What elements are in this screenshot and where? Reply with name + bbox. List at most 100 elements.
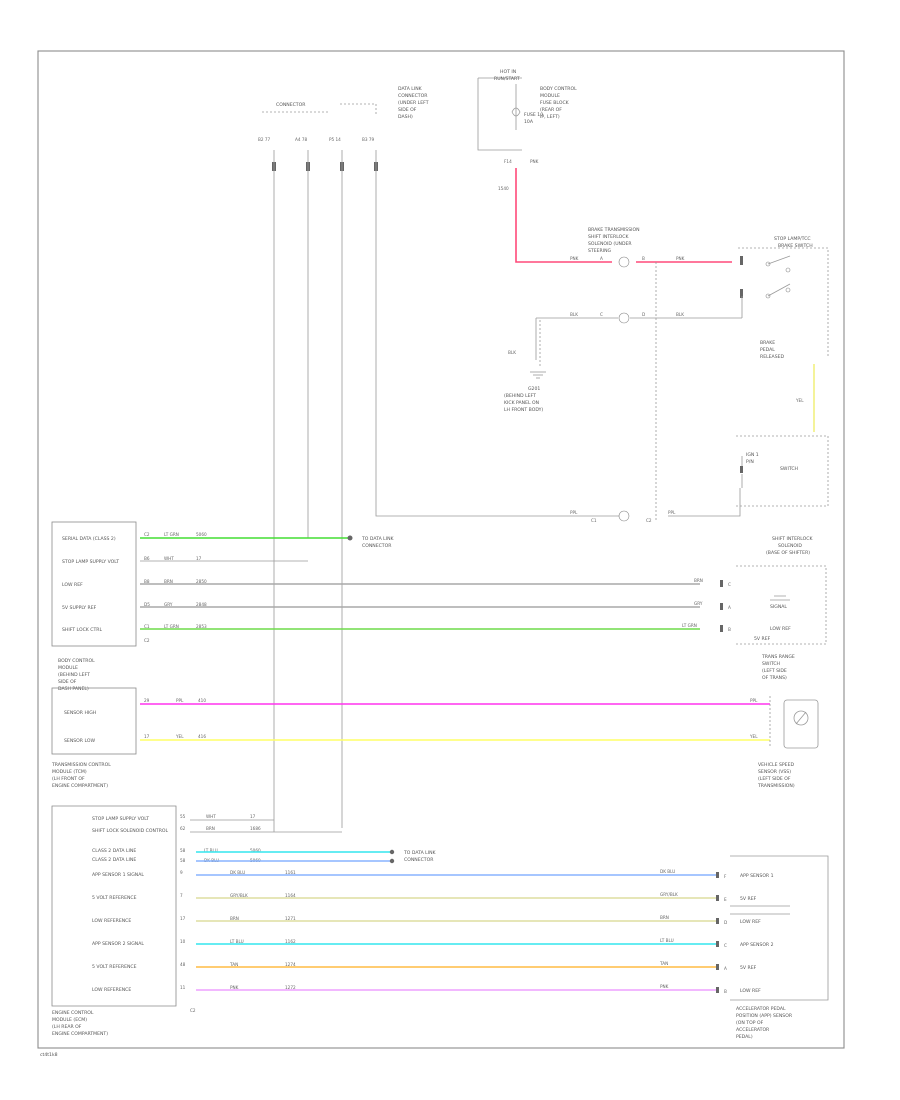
top-pin-4: B3 79 [362, 137, 375, 142]
svg-text:PEDAL): PEDAL) [736, 1034, 753, 1040]
svg-text:ACCELERATOR: ACCELERATOR [736, 1027, 770, 1033]
svg-text:29: 29 [144, 698, 150, 703]
svg-text:PPL: PPL [570, 510, 578, 515]
svg-text:7: 7 [180, 893, 183, 898]
svg-text:PPL: PPL [176, 698, 184, 703]
shift-lock-solenoid: IGN 1 P/N SWITCH SHIFT INTERLOCK SOLENOI… [668, 435, 829, 556]
svg-text:SHIFT INTERLOCK: SHIFT INTERLOCK [588, 234, 629, 240]
svg-text:SIDE OF: SIDE OF [398, 107, 417, 113]
svg-text:VEHICLE SPEED: VEHICLE SPEED [758, 762, 794, 768]
svg-text:LT BLU: LT BLU [204, 848, 218, 853]
svg-text:17: 17 [180, 916, 186, 921]
svg-text:PNK: PNK [570, 256, 579, 261]
bcm-row-1: SERIAL DATA (CLASS 2) [62, 536, 116, 542]
svg-text:SHIFT INTERLOCK: SHIFT INTERLOCK [772, 536, 813, 542]
svg-text:TAN: TAN [659, 961, 668, 966]
svg-text:C2: C2 [190, 1008, 196, 1013]
svg-text:MODULE: MODULE [540, 93, 560, 99]
btsi-connector-top [618, 256, 630, 268]
ecm-wire-labels: WHT BRN LT BLU DK BLU DK BLU GRY/BLK BRN… [204, 814, 296, 990]
svg-text:LOW REFERENCE: LOW REFERENCE [92, 987, 131, 993]
top-connector: CONNECTOR B2 77 A4 78 P5 14 B3 79 DATA L… [258, 86, 429, 171]
vss-sensor: VEHICLE SPEED SENSOR (VSS) (LEFT SIDE OF… [757, 696, 819, 789]
ecm-title: ENGINE CONTROL MODULE (ECM) (LH REAR OF … [52, 1010, 108, 1037]
svg-text:(UNDER LEFT: (UNDER LEFT [398, 100, 429, 106]
ground-wire: BLK [508, 350, 516, 355]
ground-desc: G201 (BEHIND LEFT KICK PANEL ON LH FRONT… [504, 386, 543, 413]
svg-text:1274: 1274 [285, 962, 296, 967]
svg-text:C1: C1 [144, 624, 150, 629]
app-sensor-outline [730, 855, 829, 1001]
ecm-box [51, 805, 177, 1007]
bcm-dlc-ref-1: TO DATA LINK [361, 536, 395, 542]
svg-text:STOP LAMP SUPPLY VOLT: STOP LAMP SUPPLY VOLT [92, 816, 149, 822]
svg-text:PNK: PNK [676, 256, 685, 261]
fuse-icon [511, 107, 521, 117]
svg-text:GRY: GRY [164, 602, 173, 607]
svg-text:APP SENSOR 1 SIGNAL: APP SENSOR 1 SIGNAL [92, 872, 144, 878]
svg-text:APP SENSOR 2 SIGNAL: APP SENSOR 2 SIGNAL [92, 941, 144, 947]
svg-text:PPL: PPL [668, 510, 676, 515]
diagram-frame [37, 50, 845, 1049]
bcm-box [51, 521, 137, 647]
svg-text:STOP LAMP/TCC: STOP LAMP/TCC [774, 236, 811, 242]
svg-text:SOLENOID (UNDER: SOLENOID (UNDER [588, 241, 632, 247]
svg-text:DATA LINK: DATA LINK [398, 86, 423, 92]
btsi-connector-mid [618, 312, 630, 324]
svg-text:2848: 2848 [196, 602, 207, 607]
svg-text:BRN: BRN [206, 826, 215, 831]
svg-text:A: A [728, 605, 731, 610]
svg-text:PEDAL: PEDAL [760, 347, 775, 353]
svg-text:B6: B6 [144, 556, 150, 561]
fuse-block: HOT IN RUN/START FUSE 10 10A BODY CONTRO… [477, 69, 577, 191]
svg-text:C1: C1 [591, 518, 597, 523]
svg-text:B8: B8 [144, 579, 150, 584]
svg-text:5V REF: 5V REF [754, 636, 771, 642]
ecm-dlc-ref-1: TO DATA LINK [403, 850, 437, 856]
svg-text:LT BLU: LT BLU [230, 939, 244, 944]
svg-text:LOW REF: LOW REF [770, 626, 791, 632]
svg-text:LT GRN: LT GRN [682, 623, 697, 628]
svg-text:10A: 10A [524, 119, 534, 125]
svg-text:GRY: GRY [694, 601, 703, 606]
fuse-block-title: BODY CONTROL MODULE FUSE BLOCK (REAR OF … [540, 86, 577, 120]
svg-text:1272: 1272 [285, 985, 296, 990]
svg-text:(ON TOP OF: (ON TOP OF [736, 1020, 764, 1026]
svg-text:LT BLU: LT BLU [660, 938, 674, 943]
svg-text:LOW REF: LOW REF [740, 919, 761, 925]
svg-text:(LH FRONT OF: (LH FRONT OF [52, 776, 85, 782]
svg-text:WHT: WHT [206, 814, 216, 819]
svg-text:(LEFT SIDE OF: (LEFT SIDE OF [758, 776, 791, 782]
svg-text:5V REF: 5V REF [740, 896, 757, 902]
svg-text:DK BLU: DK BLU [660, 869, 675, 874]
svg-text:IP, LEFT): IP, LEFT) [540, 114, 560, 120]
svg-text:BODY CONTROL: BODY CONTROL [58, 658, 95, 664]
tcm-row-1: SENSOR HIGH [64, 710, 96, 716]
svg-text:FUSE BLOCK: FUSE BLOCK [540, 100, 570, 106]
svg-text:B: B [724, 989, 727, 994]
splice-bcm-dlc [347, 535, 353, 541]
svg-text:1271: 1271 [285, 916, 296, 921]
svg-text:48: 48 [180, 962, 186, 967]
ecm: STOP LAMP SUPPLY VOLT SHIFT LOCK SOLENOI… [51, 805, 196, 1037]
svg-text:GRY/BLK: GRY/BLK [230, 893, 248, 898]
svg-text:17: 17 [196, 556, 202, 561]
app-sensor-title: ACCELERATOR PEDAL POSITION (APP) SENSOR … [736, 1006, 793, 1040]
svg-text:B: B [728, 627, 731, 632]
svg-text:410: 410 [198, 698, 206, 703]
trans-range-outline [736, 565, 827, 645]
bcm-title: BODY CONTROL MODULE (BEHIND LEFT SIDE OF… [58, 658, 95, 692]
svg-text:CONNECTOR: CONNECTOR [398, 93, 428, 99]
svg-text:MODULE (TCM): MODULE (TCM) [52, 769, 87, 775]
svg-text:CLASS 2 DATA LINE: CLASS 2 DATA LINE [92, 857, 136, 863]
stop-lamp-switch-outline [738, 247, 829, 356]
svg-text:PNK: PNK [660, 984, 669, 989]
svg-text:MODULE: MODULE [58, 665, 78, 671]
svg-text:SWITCH: SWITCH [780, 466, 798, 472]
stop-lamp-switch: STOP LAMP/TCC BRAKE SWITCH BRAKE PEDAL R… [738, 236, 829, 360]
svg-text:10: 10 [180, 939, 186, 944]
svg-text:C2: C2 [144, 532, 150, 537]
svg-text:D5: D5 [144, 602, 150, 607]
svg-text:(REAR OF: (REAR OF [540, 107, 562, 113]
